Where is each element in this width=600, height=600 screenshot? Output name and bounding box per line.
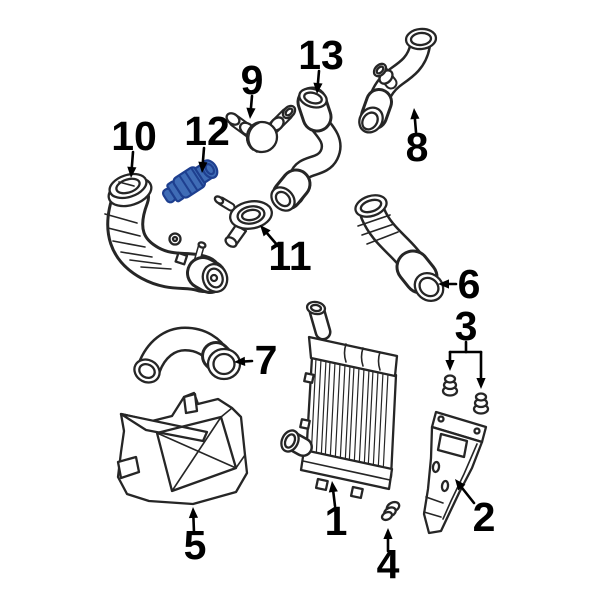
part-13-curved-hose[interactable] [267,85,342,215]
callout-8[interactable]: 8 [406,108,429,170]
part-10-air-intake-hose[interactable] [104,170,231,295]
callout-arrowhead [438,279,449,289]
callout-arrowhead [246,107,256,119]
callout-5[interactable]: 5 [184,507,207,568]
part-5-air-duct[interactable] [116,391,249,506]
callout-arrowhead [313,82,323,94]
callout-label-3[interactable]: 3 [455,303,478,349]
part-11-flange-valve[interactable] [213,195,274,249]
callout-13[interactable]: 13 [298,32,344,94]
callout-label-13[interactable]: 13 [298,32,344,78]
callout-arrow [192,516,196,534]
part-6-hose[interactable] [353,192,449,307]
callout-arrowhead [476,378,486,389]
callout-arrow [201,146,206,164]
callout-11[interactable]: 11 [260,225,312,279]
callout-label-8[interactable]: 8 [406,124,429,170]
part-7-arched-hose[interactable] [130,326,242,387]
callout-arrowhead [188,507,199,519]
callout-6[interactable]: 6 [438,261,480,307]
callout-arrowhead [127,166,137,178]
callout-arrowhead [198,161,208,173]
callout-label-7[interactable]: 7 [255,337,278,383]
callout-label-5[interactable]: 5 [184,522,207,568]
callout-1[interactable]: 1 [325,481,348,544]
callout-arrow [265,232,280,248]
callout-arrow [316,69,321,85]
callout-10[interactable]: 10 [111,113,157,178]
part-1-intercooler[interactable] [278,300,399,500]
callout-arrowhead [455,479,466,491]
callout-arrow [460,486,476,505]
part-3-grommets[interactable] [441,374,490,415]
callout-arrow [249,94,254,110]
callout-3[interactable]: 3 [445,303,486,389]
callout-label-6[interactable]: 6 [458,261,481,307]
callout-arrow [130,150,135,169]
callout-label-12[interactable]: 12 [184,108,230,154]
callout-arrowhead [410,108,420,120]
part-8-hose[interactable] [355,27,438,137]
callout-arrow [413,117,418,134]
part-12-connector-pipe-highlighted[interactable] [159,156,221,208]
part-4-plug[interactable] [380,500,401,522]
callout-4[interactable]: 4 [377,528,400,587]
callout-9[interactable]: 9 [241,57,264,119]
callout-7[interactable]: 7 [234,337,277,383]
callout-label-4[interactable]: 4 [377,541,400,587]
callout-arrowhead [445,360,455,371]
callout-label-1[interactable]: 1 [325,498,348,544]
callout-label-10[interactable]: 10 [111,113,157,159]
callout-label-9[interactable]: 9 [241,57,264,103]
callout-arrowhead [328,481,338,493]
callout-arrowhead [234,356,246,366]
part-2-bracket[interactable] [422,410,488,535]
callout-label-2[interactable]: 2 [473,494,496,540]
part-9-valve[interactable] [224,104,297,154]
callout-arrowhead [383,528,393,539]
callout-label-11[interactable]: 11 [268,233,311,279]
callout-arrow [332,490,337,508]
callout-12[interactable]: 12 [184,108,230,173]
callout-2[interactable]: 2 [455,479,495,540]
callout-arrowhead [260,225,271,237]
